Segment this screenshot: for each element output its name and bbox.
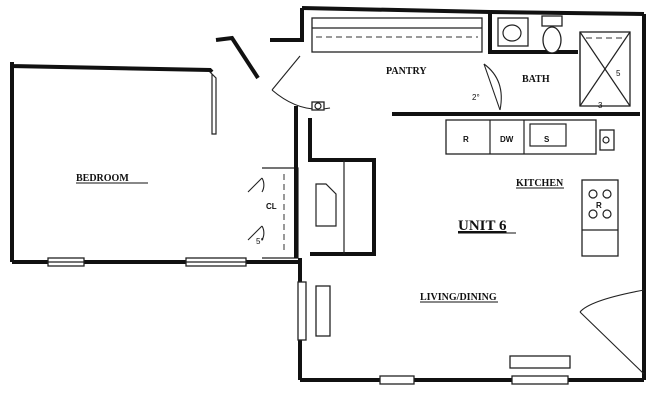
unit-title: UNIT 6 (458, 218, 507, 234)
living-dining-walls (297, 118, 645, 385)
pantry-door-mark: 2° (472, 93, 480, 102)
refrigerator-label: R (463, 135, 469, 144)
range-label: R (596, 201, 602, 210)
bedroom-label: BEDROOM (76, 173, 129, 184)
living-dining-label: LIVING/DINING (420, 292, 497, 303)
shower-mark-bottom: 3 (598, 101, 603, 110)
kitchen-counter (392, 112, 640, 257)
pantry-label: PANTRY (386, 66, 427, 77)
closet-door-mark: 5° (256, 237, 264, 246)
closet-label: CL (266, 202, 277, 211)
sink-label: S (544, 135, 550, 144)
shower-mark-top: 5 (616, 69, 621, 78)
pantry-walls (270, 6, 502, 118)
bath-label: BATH (522, 74, 550, 85)
kitchen-label: KITCHEN (516, 178, 564, 189)
dishwasher-label: DW (500, 135, 514, 144)
bedroom-window (47, 257, 247, 267)
bedroom-walls (10, 35, 300, 264)
bath (488, 10, 645, 107)
